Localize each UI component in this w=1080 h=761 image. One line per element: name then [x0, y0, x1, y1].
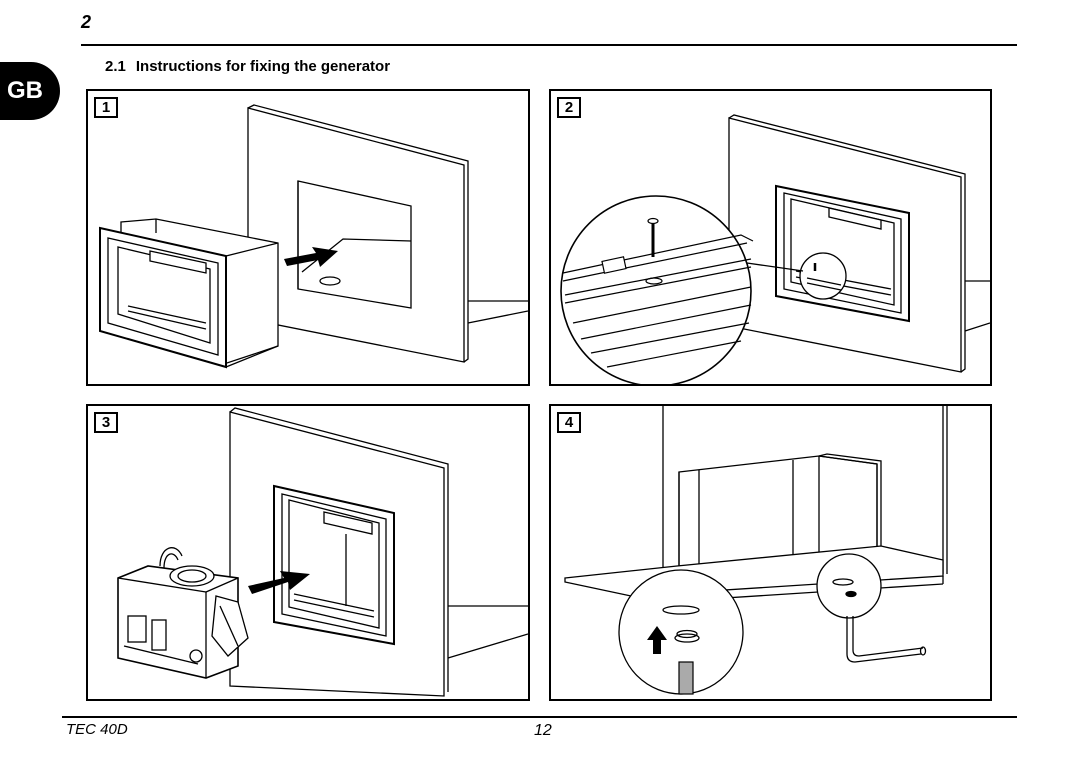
- step-4-illustration: [564, 406, 948, 695]
- step-3-label: 3: [94, 412, 118, 433]
- step-2-panel: 2: [549, 89, 992, 386]
- footer-model: TEC 40D: [66, 721, 128, 738]
- step-1-label: 1: [94, 97, 118, 118]
- step-2-illustration: [560, 114, 990, 384]
- section-heading: 2.1 Instructions for fixing the generator: [105, 58, 390, 75]
- page-number: 12: [534, 722, 552, 739]
- section-number: 2.1: [105, 58, 126, 75]
- step-1-panel: 1: [86, 89, 530, 386]
- step-4-label: 4: [557, 412, 581, 433]
- section-title: Instructions for fixing the generator: [135, 58, 391, 75]
- step-1-illustration: [99, 104, 528, 369]
- header-rule: [81, 44, 1017, 46]
- step-3-illustration: [117, 407, 528, 697]
- footer-rule: [62, 716, 1017, 718]
- step-4-panel: 4: [549, 404, 992, 701]
- language-tab: GB: [0, 62, 60, 120]
- chapter-number: 2: [81, 12, 92, 32]
- step-2-label: 2: [557, 97, 581, 118]
- step-3-panel: 3: [86, 404, 530, 701]
